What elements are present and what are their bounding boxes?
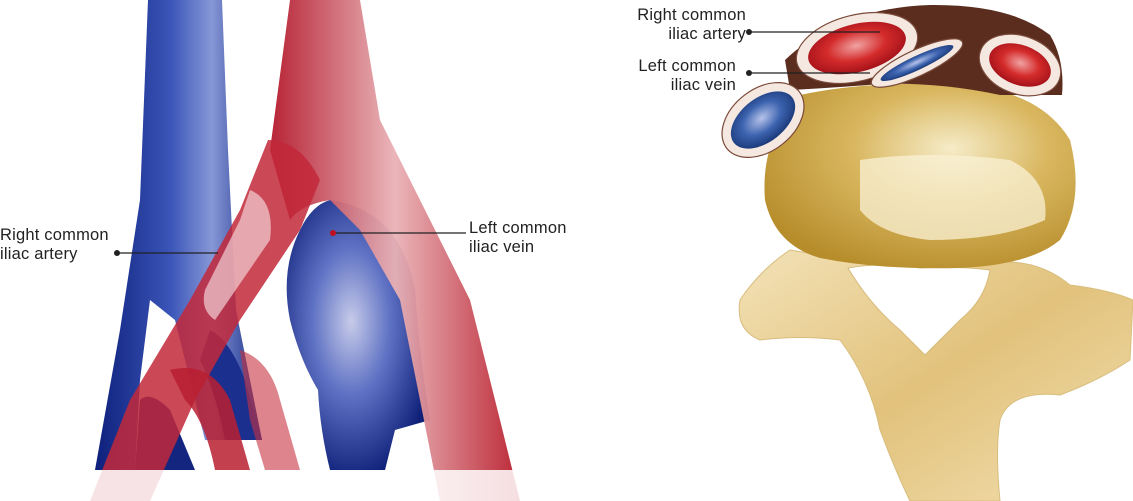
right-artery-label-line1: Right common: [637, 6, 746, 24]
left-vein-label-line1: Left common: [469, 219, 567, 237]
left-vein-label-line2: iliac vein: [469, 238, 535, 256]
right-artery-label: Right common iliac artery: [606, 6, 746, 44]
aorta: [270, 0, 520, 501]
right-vein-label-line2: iliac vein: [670, 76, 736, 94]
left-leader-lines: [114, 230, 466, 256]
external-iliac-artery: [240, 350, 300, 470]
left-panel-vessels: [0, 0, 560, 501]
right-artery-label-line2: iliac artery: [668, 25, 746, 43]
left-artery-label: Right common iliac artery: [0, 226, 109, 264]
artery-highlight: [203, 190, 271, 320]
right-leader-lines: [746, 29, 880, 76]
right-vein-label-line1: Left common: [638, 57, 736, 75]
right-panel-vertebra: [721, 4, 1133, 501]
left-artery-label-line2: iliac artery: [0, 245, 78, 263]
left-artery-label-line1: Right common: [0, 226, 109, 244]
right-vein-label: Left common iliac vein: [606, 57, 736, 95]
vertebral-body-highlight: [860, 155, 1046, 240]
left-vein-label: Left common iliac vein: [469, 219, 567, 257]
internal-iliac-artery: [170, 368, 250, 470]
